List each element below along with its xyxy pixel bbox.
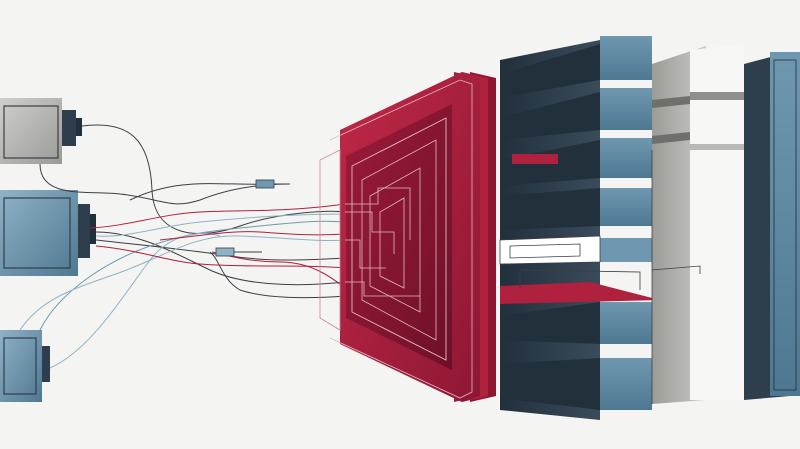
small-blue-device xyxy=(0,330,50,402)
crimson-chip-stack xyxy=(319,72,496,402)
grey-device xyxy=(0,98,82,164)
rack-drawers xyxy=(500,36,652,410)
server-rack xyxy=(499,36,668,420)
blue-device xyxy=(0,190,96,276)
right-cabinet xyxy=(744,52,800,400)
grey-cabinet xyxy=(651,44,744,404)
source-devices xyxy=(0,98,96,402)
data-wires xyxy=(19,124,346,369)
wire-components xyxy=(215,179,290,257)
